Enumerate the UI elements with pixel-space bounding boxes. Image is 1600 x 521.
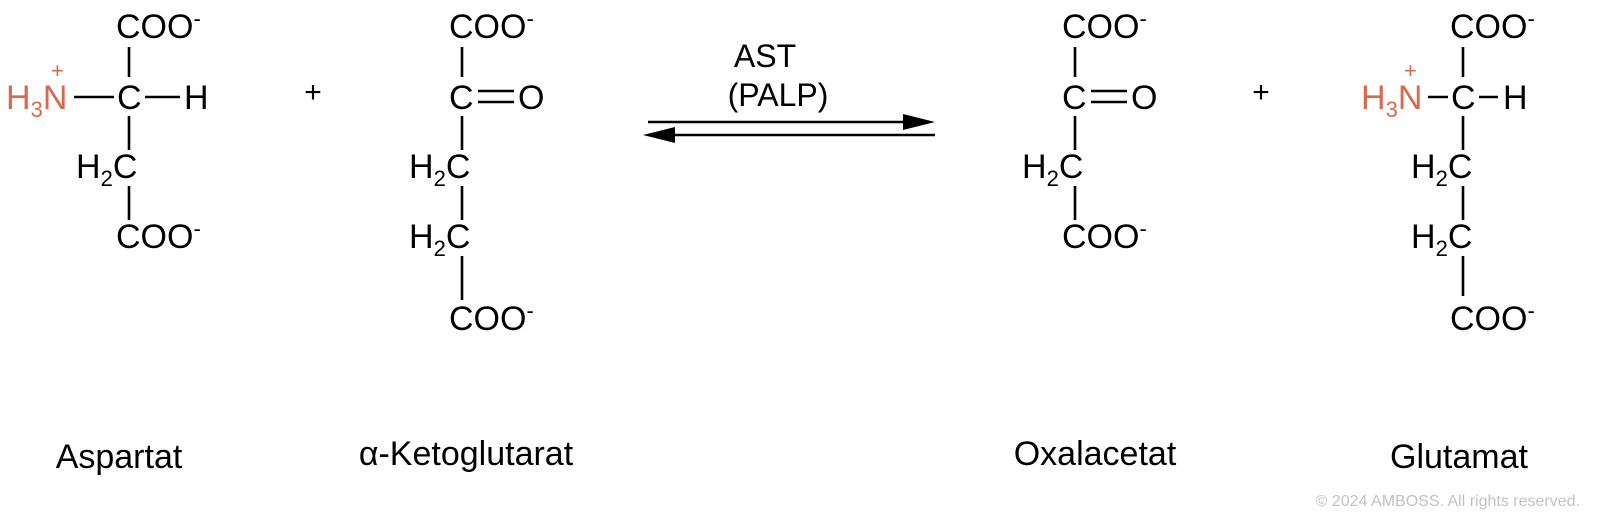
cofactor-label: (PALP) [728,77,829,113]
enzyme-label: AST [734,38,796,74]
amino-group: H3N + [1361,58,1422,122]
svg-text:H3N: H3N [1361,79,1422,122]
carboxylate-group: COO- [1450,298,1535,338]
methylene-group: H2C [409,218,470,261]
molecule-aspartat: COO- H3N + C H H2C COO- Aspartat [6,6,209,476]
oxygen-atom: O [1131,79,1157,117]
carboxylate-group: COO- [116,216,201,256]
methylene-group: H2C [1411,148,1472,191]
compound-name-oxalacetat: Oxalacetat [1014,435,1177,473]
reverse-arrow-head [643,127,675,143]
carbonyl-carbon: C [449,79,474,117]
methylene-group: H2C [76,148,137,191]
positive-charge: + [1404,58,1417,83]
carboxylate-group: COO- [1062,6,1147,46]
carboxylate-group: COO- [1450,6,1535,46]
plus-sign: + [1252,76,1270,109]
compound-name-alpha-ketoglutarat: α-Ketoglutarat [359,435,574,473]
methylene-group: H2C [409,148,470,191]
carboxylate-group: COO- [449,6,534,46]
alpha-carbon: C [117,79,142,117]
hydrogen-atom: H [1503,79,1528,117]
molecule-glutamat: COO- H3N + C H H2C H2C COO- Glutamat [1361,6,1535,476]
molecule-alpha-ketoglutarat: COO- C O H2C H2C COO- α-Ketoglutarat [359,6,574,473]
amino-group: H3N + [6,58,67,122]
compound-name-aspartat: Aspartat [56,438,183,476]
methylene-group: H2C [1411,218,1472,261]
oxygen-atom: O [518,79,544,117]
carboxylate-group: COO- [116,6,201,46]
carboxylate-group: COO- [449,298,534,338]
svg-text:H3N: H3N [6,79,67,122]
positive-charge: + [51,58,64,83]
carbonyl-carbon: C [1062,79,1087,117]
alpha-carbon: C [1451,79,1476,117]
compound-name-glutamat: Glutamat [1390,438,1528,476]
copyright-notice: © 2024 AMBOSS. All rights reserved. [1315,493,1580,510]
equilibrium-arrow: AST (PALP) [643,38,935,143]
forward-arrow-head [903,114,935,130]
plus-sign: + [304,76,322,109]
methylene-group: H2C [1022,148,1083,191]
molecule-oxalacetat: COO- C O H2C COO- Oxalacetat [1014,6,1177,473]
carboxylate-group: COO- [1062,216,1147,256]
hydrogen-atom: H [184,79,209,117]
